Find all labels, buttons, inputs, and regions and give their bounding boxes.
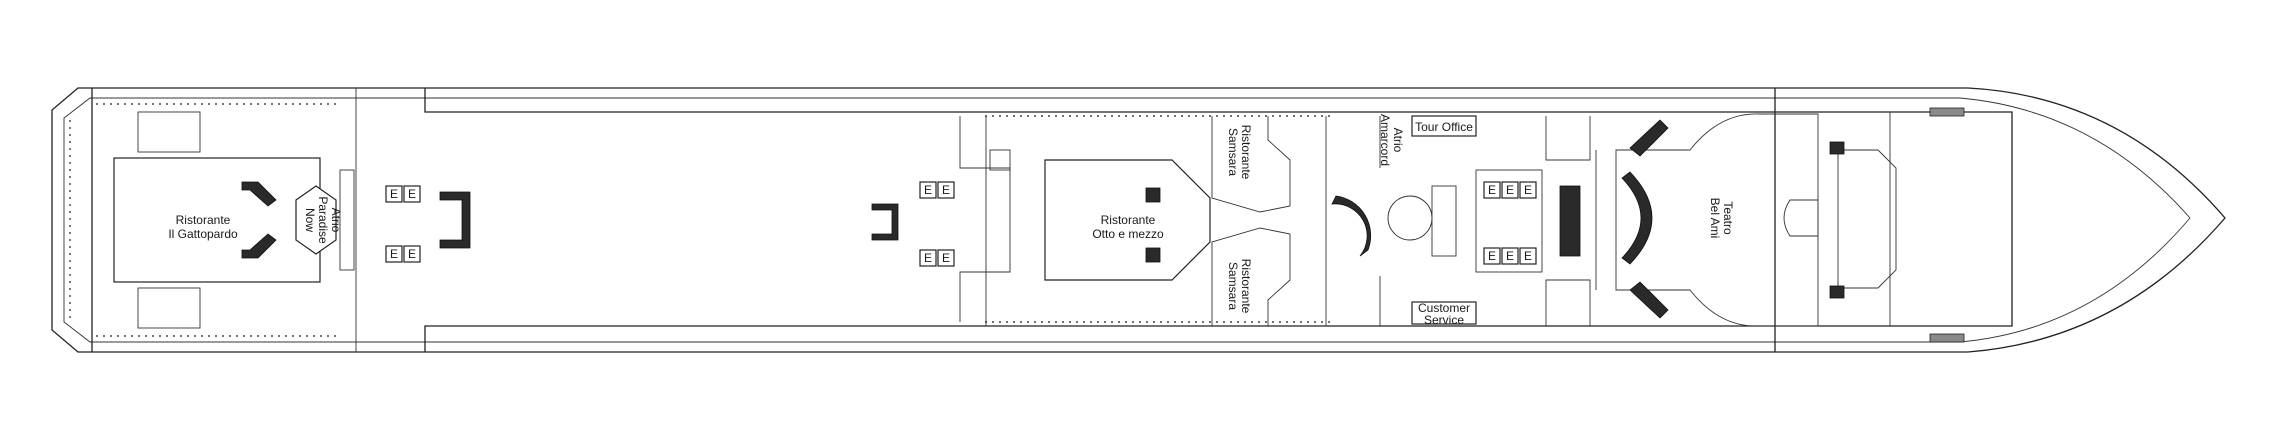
svg-text:Teatro: Teatro bbox=[1721, 201, 1735, 235]
amarcord-label: Atrio Amarcord bbox=[1378, 114, 1405, 166]
bow-marker-bottom bbox=[1929, 333, 1965, 343]
lifeboat-top-left bbox=[137, 111, 201, 153]
atrium-block bbox=[1431, 185, 1457, 257]
elevator-label: E bbox=[1488, 249, 1496, 263]
teatro-stair-top bbox=[1629, 119, 1669, 157]
elevator-3 bbox=[385, 245, 403, 263]
mid-lobby-walls bbox=[959, 116, 1011, 326]
teatro-outline bbox=[1615, 113, 1819, 327]
teatro-label: Teatro Bel Ami bbox=[1708, 198, 1735, 239]
elevator-label: E bbox=[1524, 183, 1532, 197]
elevator-4 bbox=[403, 245, 421, 263]
elevator-label: E bbox=[390, 187, 398, 201]
teatro-stage bbox=[1783, 199, 1819, 237]
atrium-circle bbox=[1387, 195, 1433, 241]
lifeboat-bottom-left bbox=[137, 287, 201, 329]
otto-e-mezzo-room bbox=[1044, 159, 1211, 281]
otto-stair-bottom bbox=[1145, 247, 1161, 263]
stairs-stern bbox=[439, 191, 471, 249]
forward-stair bbox=[1559, 185, 1581, 257]
svg-text:Ristorante: Ristorante bbox=[1239, 259, 1253, 314]
bow-stair-top bbox=[1829, 141, 1845, 155]
customer-service-box bbox=[1411, 301, 1477, 325]
elevator-10 bbox=[1501, 181, 1519, 199]
customer-service-label-2: Service bbox=[1424, 313, 1464, 327]
hull-inner-outline bbox=[63, 97, 2191, 343]
promenade-outline bbox=[424, 88, 2013, 352]
teatro-seating-arc bbox=[1621, 171, 1653, 265]
otto-e-mezzo-label-2: Otto e mezzo bbox=[1092, 227, 1164, 241]
elevator-7 bbox=[919, 249, 937, 267]
elevator-label: E bbox=[942, 251, 950, 265]
amarcord-walls bbox=[1325, 116, 1381, 326]
elevator-1 bbox=[385, 185, 403, 203]
elevator-label: E bbox=[924, 251, 932, 265]
elevator-label: E bbox=[408, 187, 416, 201]
elevator-label: E bbox=[924, 183, 932, 197]
paradise-atrium-label: Atrio Paradise Now bbox=[303, 196, 343, 244]
elevator-14 bbox=[1519, 247, 1537, 265]
elevator-5 bbox=[919, 181, 937, 199]
elevator-label: E bbox=[1506, 249, 1514, 263]
elevator-12 bbox=[1483, 247, 1501, 265]
stairs-gattopardo-top bbox=[241, 181, 277, 207]
amarcord-stair bbox=[1331, 195, 1372, 257]
elevator-2 bbox=[403, 185, 421, 203]
svg-text:Bel Ami: Bel Ami bbox=[1708, 198, 1722, 239]
samsara-walls bbox=[1211, 116, 1291, 326]
svg-text:Now: Now bbox=[303, 208, 317, 232]
gattopardo-label-1: Ristorante bbox=[176, 213, 231, 227]
teatro-stair-bottom bbox=[1629, 281, 1669, 319]
svg-text:Paradise: Paradise bbox=[316, 196, 330, 244]
hull-outline bbox=[51, 87, 2226, 353]
svg-text:Samsara: Samsara bbox=[1226, 262, 1240, 310]
elevator-label: E bbox=[390, 247, 398, 261]
stairs-mid bbox=[871, 203, 899, 241]
elevator-6 bbox=[937, 181, 955, 199]
stern-service-block bbox=[339, 169, 355, 271]
elevator-label: E bbox=[1506, 183, 1514, 197]
svg-text:Atrio: Atrio bbox=[329, 208, 343, 233]
samsara-top-label: Ristorante Samsara bbox=[1226, 125, 1253, 180]
elevator-11 bbox=[1519, 181, 1537, 199]
bow-stair-bottom bbox=[1829, 285, 1845, 299]
elevator-label: E bbox=[1524, 249, 1532, 263]
elevator-bank-mid: E E E E bbox=[919, 181, 955, 267]
elevator-label: E bbox=[1488, 183, 1496, 197]
elevator-label: E bbox=[408, 247, 416, 261]
elevator-9 bbox=[1483, 181, 1501, 199]
otto-stair-top bbox=[1145, 187, 1161, 203]
elevator-bank-stern: E E E E bbox=[385, 185, 421, 263]
forward-elevator-enclosure bbox=[1475, 169, 1543, 273]
bow-room bbox=[1837, 149, 1897, 289]
elevator-8 bbox=[937, 249, 955, 267]
elevator-label: E bbox=[942, 183, 950, 197]
elevator-13 bbox=[1501, 247, 1519, 265]
elevator-bank-forward: E E E E E E bbox=[1483, 181, 1537, 265]
customer-service-label-1: Customer bbox=[1418, 301, 1470, 315]
paradise-atrium-shape bbox=[295, 185, 337, 255]
forward-lobby-walls bbox=[1545, 116, 1597, 326]
gattopardo-room bbox=[113, 157, 321, 283]
svg-text:Samsara: Samsara bbox=[1226, 128, 1240, 176]
samsara-bottom-label: Ristorante Samsara bbox=[1226, 259, 1253, 314]
tour-office-box bbox=[1411, 115, 1477, 137]
otto-e-mezzo-label-1: Ristorante bbox=[1101, 213, 1156, 227]
bow-marker-top bbox=[1929, 107, 1965, 117]
tour-office-label: Tour Office bbox=[1415, 120, 1473, 134]
svg-text:Ristorante: Ristorante bbox=[1239, 125, 1253, 180]
svg-text:Atrio: Atrio bbox=[1391, 128, 1405, 153]
mid-small-room-top bbox=[989, 149, 1011, 171]
gattopardo-label-2: Il Gattopardo bbox=[168, 227, 238, 241]
svg-text:Amarcord: Amarcord bbox=[1378, 114, 1392, 166]
stairs-gattopardo-bottom bbox=[241, 233, 277, 259]
